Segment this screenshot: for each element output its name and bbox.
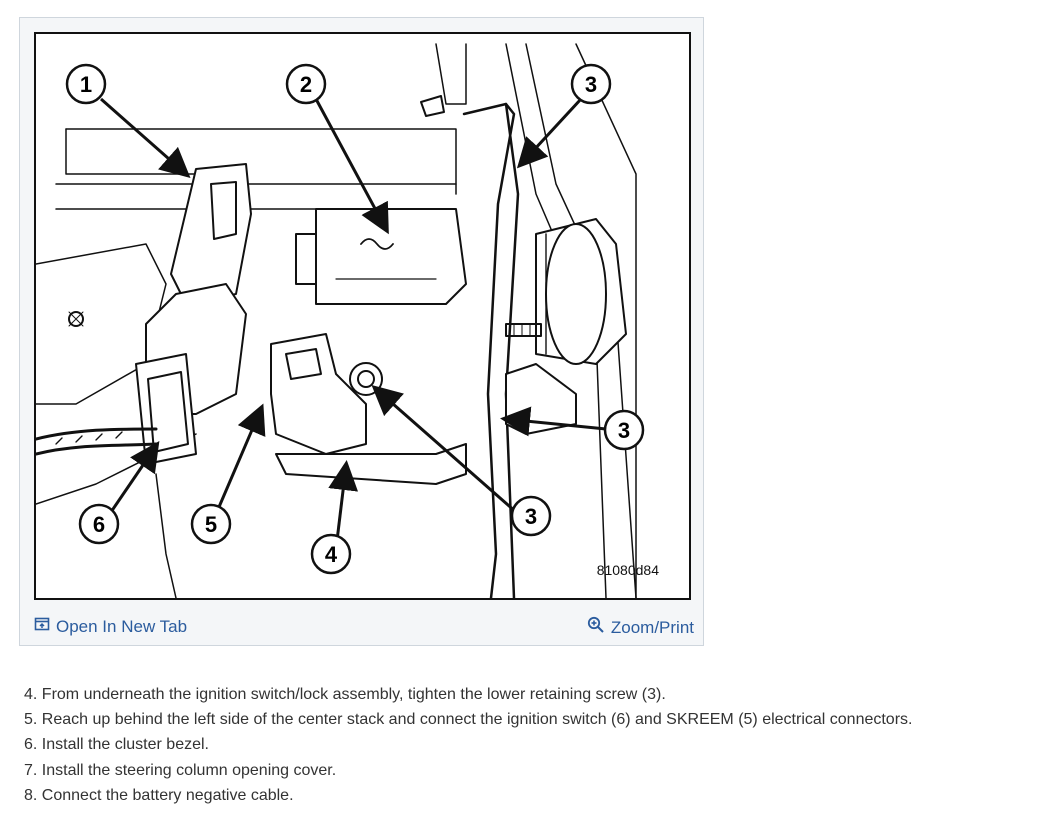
diagram-drawing: 1 2 3 3 3: [36, 43, 645, 598]
figure-card: 1 2 3 3 3: [19, 17, 704, 646]
step-item: 4. From underneath the ignition switch/l…: [24, 686, 666, 703]
callout-3-top: 3: [570, 63, 612, 105]
step-item: 8. Connect the battery negative cable.: [24, 786, 294, 804]
figure-action-bar: Open In New Tab Zoom/Print: [20, 612, 703, 646]
callout-4: 4: [310, 533, 352, 575]
zoom-print-link[interactable]: Zoom/Print: [587, 616, 694, 639]
callout-6: 6: [78, 503, 120, 545]
callout-3-right: 3: [603, 409, 645, 451]
open-in-new-tab-link[interactable]: Open In New Tab: [34, 616, 187, 637]
zoom-print-label: Zoom/Print: [610, 617, 694, 637]
svg-text:5: 5: [205, 512, 217, 537]
step-item: 6. Install the cluster bezel.: [24, 736, 209, 754]
step-item: 5. Reach up behind the left side of the …: [24, 711, 913, 729]
svg-text:2: 2: [300, 72, 312, 97]
svg-text:3: 3: [585, 72, 597, 97]
step-item: 7. Install the steering column opening c…: [24, 761, 337, 779]
zoom-in-icon: [587, 616, 605, 639]
svg-text:6: 6: [93, 512, 105, 537]
callout-3-lower: 3: [510, 495, 552, 537]
callout-5: 5: [190, 503, 232, 545]
svg-text:3: 3: [618, 418, 630, 443]
figure-code: 81080d84: [596, 562, 659, 578]
callout-2: 2: [285, 63, 327, 105]
open-new-tab-icon: [34, 616, 50, 637]
svg-text:1: 1: [80, 72, 92, 97]
svg-text:4: 4: [325, 542, 338, 567]
ignition-switch-diagram: 1 2 3 3 3: [34, 32, 691, 600]
svg-text:3: 3: [525, 504, 537, 529]
open-in-new-tab-label: Open In New Tab: [56, 616, 188, 636]
callout-1: 1: [65, 63, 107, 105]
instruction-steps: 4. From underneath the ignition switch/l…: [24, 682, 912, 808]
